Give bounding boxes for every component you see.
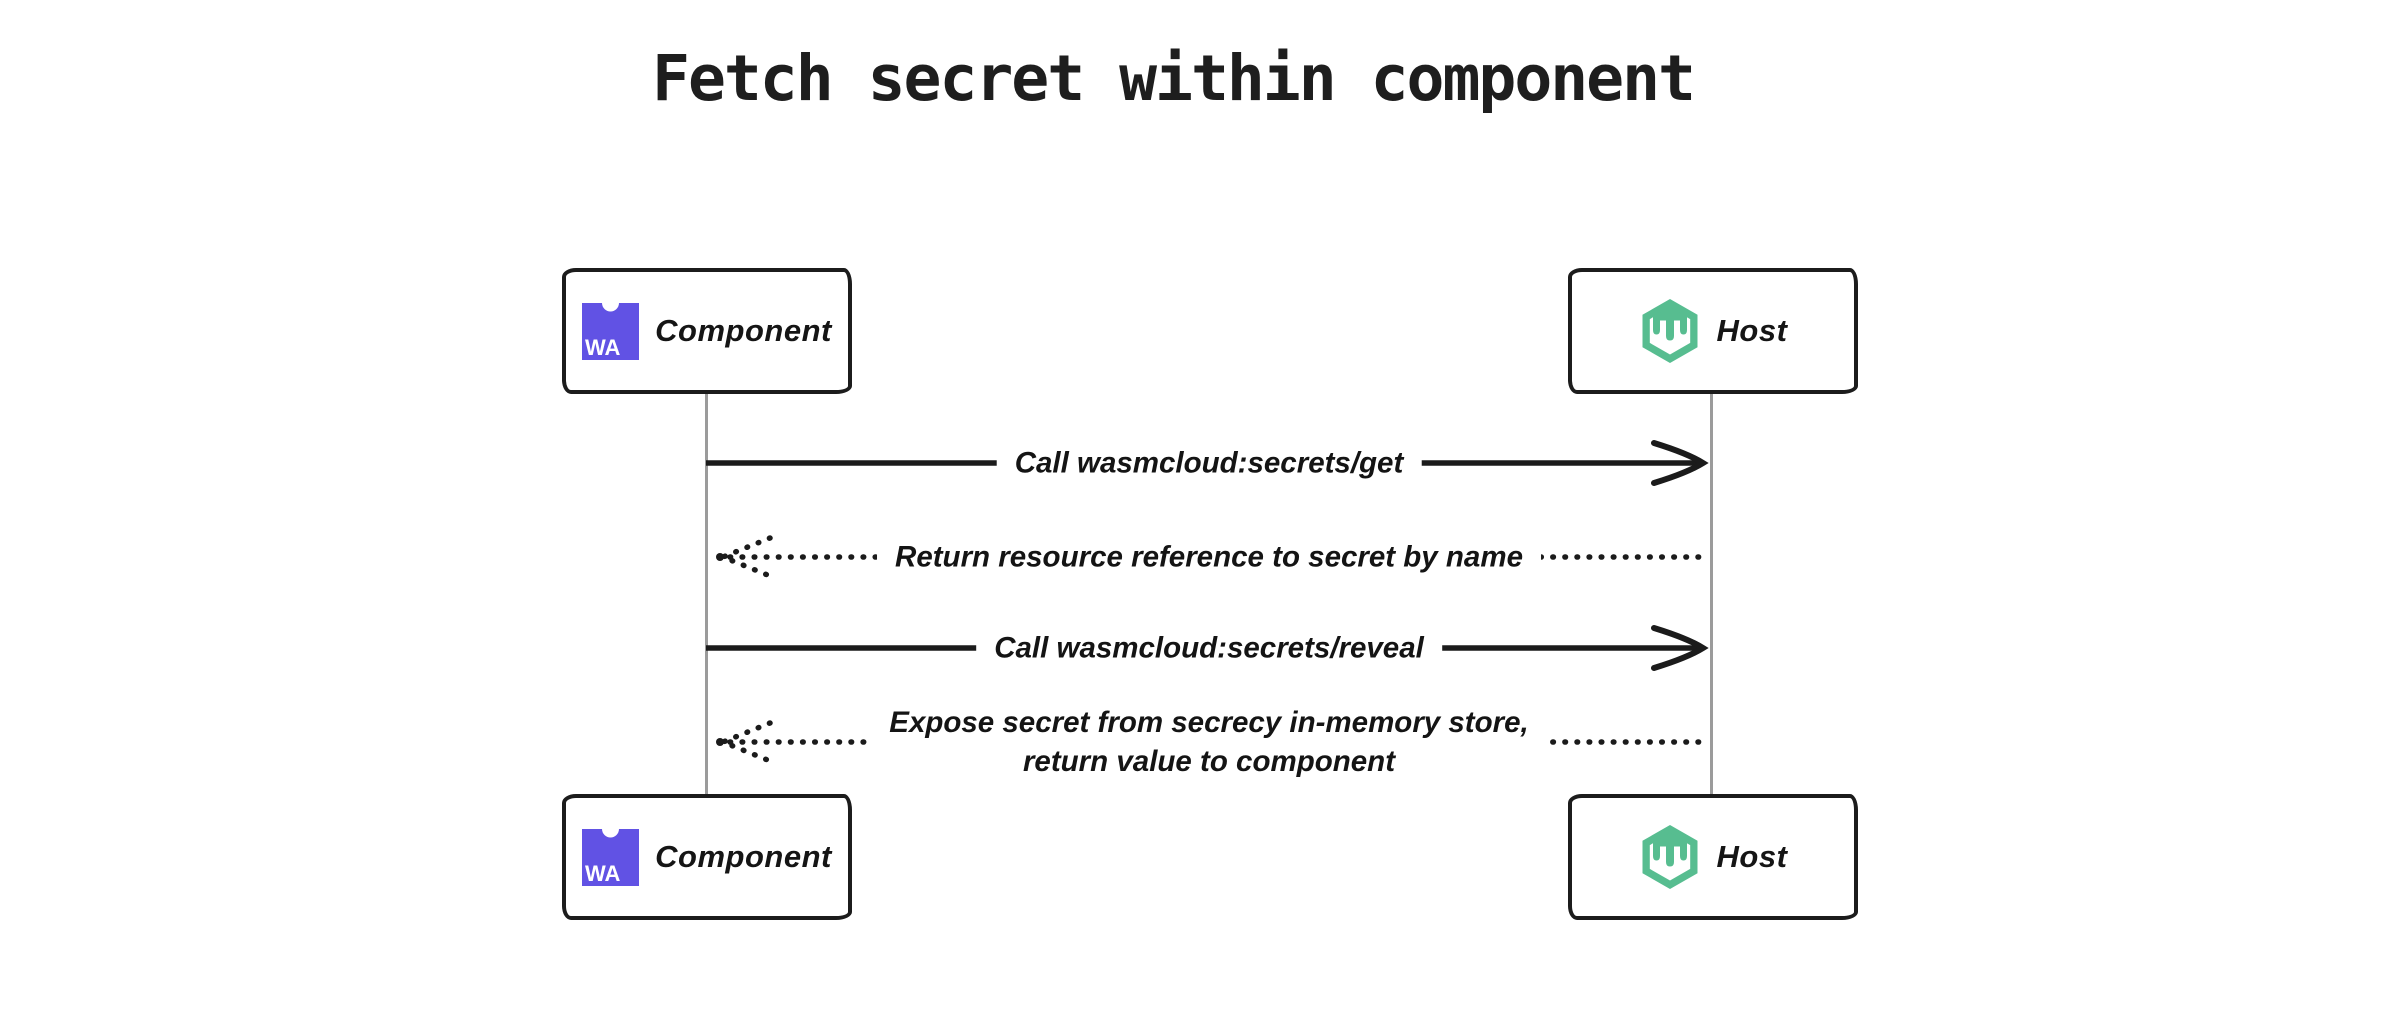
wasmcloud-icon (1639, 824, 1701, 890)
message-expose-secret: Expose secret from secrecy in-memory sto… (706, 694, 1712, 790)
webassembly-icon: WA (582, 828, 640, 886)
message-label: Call wasmcloud:secrets/get (996, 441, 1422, 485)
component-lifeline (705, 394, 708, 794)
dotted-arrow-left-icon (715, 535, 1712, 579)
diagram-title: Fetch secret within component (652, 42, 1696, 115)
message-label: Call wasmcloud:secrets/reveal (976, 626, 1442, 670)
message-call-secrets-get: Call wasmcloud:secrets/get (706, 438, 1712, 488)
actor-label-host: Host (1716, 839, 1788, 874)
actor-box-component-bottom: WA Component (562, 794, 852, 920)
message-label: Expose secret from secrecy in-memory sto… (871, 701, 1547, 783)
message-return-resource-reference: Return resource reference to secret by n… (706, 532, 1712, 582)
message-call-secrets-reveal: Call wasmcloud:secrets/reveal (706, 623, 1712, 673)
webassembly-icon: WA (582, 302, 640, 360)
wasmcloud-icon (1639, 298, 1701, 364)
actor-box-component-top: WA Component (562, 268, 852, 394)
actor-label-host: Host (1716, 313, 1788, 348)
host-lifeline (1710, 394, 1713, 794)
svg-text:WA: WA (585, 861, 621, 886)
message-label: Return resource reference to secret by n… (877, 535, 1541, 579)
actor-label-component: Component (655, 839, 832, 874)
svg-text:WA: WA (585, 335, 621, 360)
actor-box-host-bottom: Host (1568, 794, 1858, 920)
dotted-arrow-left-icon (715, 720, 1712, 764)
actor-box-host-top: Host (1568, 268, 1858, 394)
actor-label-component: Component (655, 313, 832, 348)
